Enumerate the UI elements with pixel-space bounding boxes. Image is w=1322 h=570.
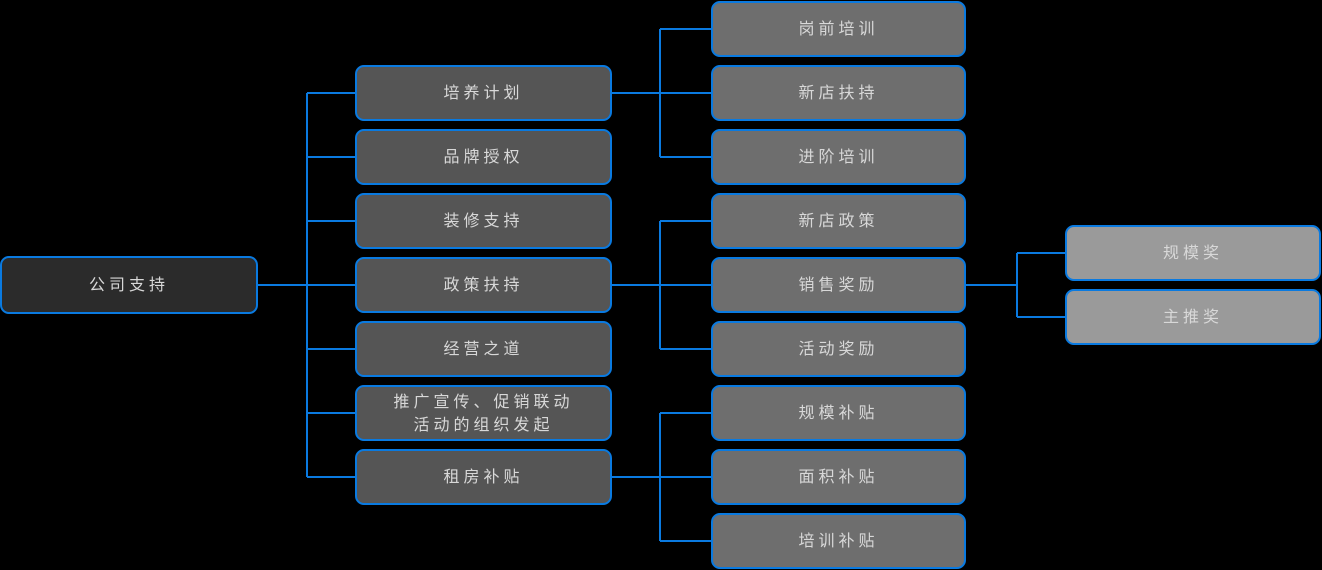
node-xiaoshoujiangli[interactable]: 销售奖励 xyxy=(711,257,966,313)
node-huodongjiangli[interactable]: 活动奖励 xyxy=(711,321,966,377)
node-xindianfuchi[interactable]: 新店扶持 xyxy=(711,65,966,121)
node-xindianzhengce[interactable]: 新店政策 xyxy=(711,193,966,249)
node-mianjibutie[interactable]: 面积补贴 xyxy=(711,449,966,505)
node-guimobutie[interactable]: 规模补贴 xyxy=(711,385,966,441)
node-pinpaishouquan[interactable]: 品牌授权 xyxy=(355,129,612,185)
node-gangqianpeixun[interactable]: 岗前培训 xyxy=(711,1,966,57)
node-zufangbutie[interactable]: 租房补贴 xyxy=(355,449,612,505)
node-jinjiepeixun[interactable]: 进阶培训 xyxy=(711,129,966,185)
node-zhengcefuchi[interactable]: 政策扶持 xyxy=(355,257,612,313)
node-peiyangjihua[interactable]: 培养计划 xyxy=(355,65,612,121)
node-zhuangxiuzhichi[interactable]: 装修支持 xyxy=(355,193,612,249)
node-tuiguang-xuanchuan[interactable]: 推广宣传、促销联动 活动的组织发起 xyxy=(355,385,612,441)
node-guimojiang[interactable]: 规模奖 xyxy=(1065,225,1321,281)
node-jingyingzhidao[interactable]: 经营之道 xyxy=(355,321,612,377)
node-zhutuijiang[interactable]: 主推奖 xyxy=(1065,289,1321,345)
node-peixunbutie[interactable]: 培训补贴 xyxy=(711,513,966,569)
node-root-company-support[interactable]: 公司支持 xyxy=(0,256,258,314)
